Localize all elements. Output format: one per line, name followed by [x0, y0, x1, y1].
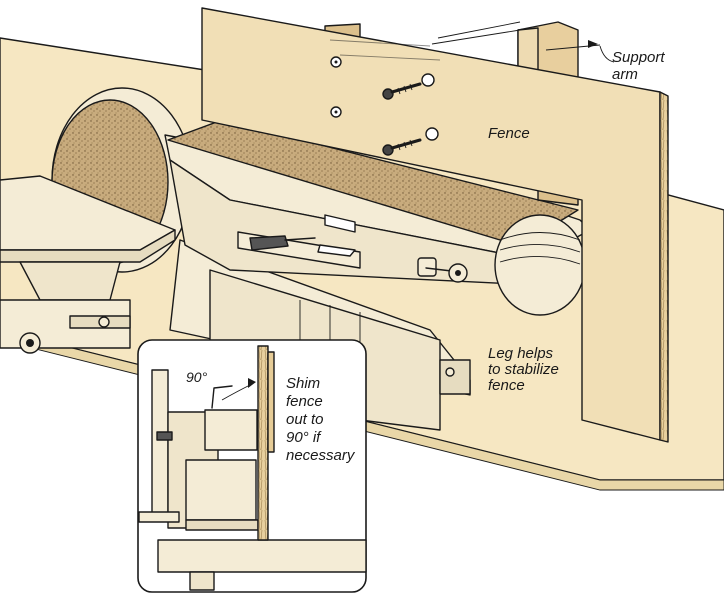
shim-label-5: necessary — [286, 447, 356, 464]
shim-label-3: out to — [286, 411, 324, 428]
support-arm-label-1: Support — [612, 49, 665, 66]
leg-label-2: to stabilize — [488, 361, 559, 378]
angle-label: 90° — [186, 369, 208, 385]
leg-label-3: fence — [488, 377, 525, 394]
shim-label-1: Shim — [286, 375, 320, 392]
screw-lower — [382, 138, 422, 156]
shim-label-4: 90° if — [286, 429, 322, 446]
belt-housing — [164, 119, 591, 316]
leg-label-1: Leg helps — [488, 345, 554, 362]
inset-detail — [137, 339, 367, 593]
leader-lines — [431, 21, 615, 63]
shim-label-2: fence — [286, 393, 323, 410]
screw-upper — [382, 82, 422, 100]
disc-table — [0, 175, 176, 354]
fence-board — [201, 7, 669, 443]
support-arm-label-2: arm — [612, 66, 638, 83]
fence-label: Fence — [488, 125, 530, 142]
